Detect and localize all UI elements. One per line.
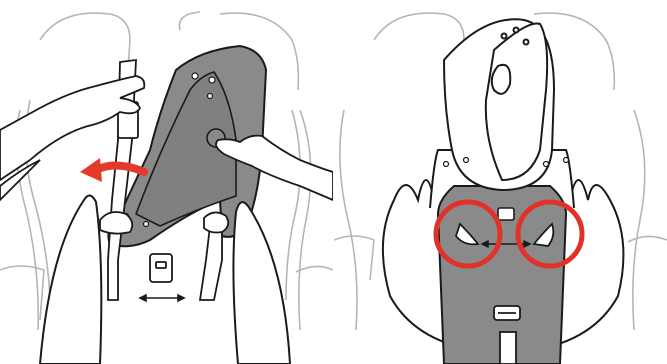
left-illustration-panel [0,0,333,364]
double-arrow-icon [140,295,184,301]
chest-clip-right [204,212,228,232]
right-illustration [334,0,667,364]
curved-arrow-icon [80,158,144,182]
right-illustration-panel [334,0,667,364]
chest-clip-left [100,212,132,234]
harness-strap-right [200,226,222,300]
buckle-icon [150,254,172,282]
left-illustration [0,0,333,364]
buckle-slot [498,208,514,220]
seat-back-flap [444,19,554,190]
